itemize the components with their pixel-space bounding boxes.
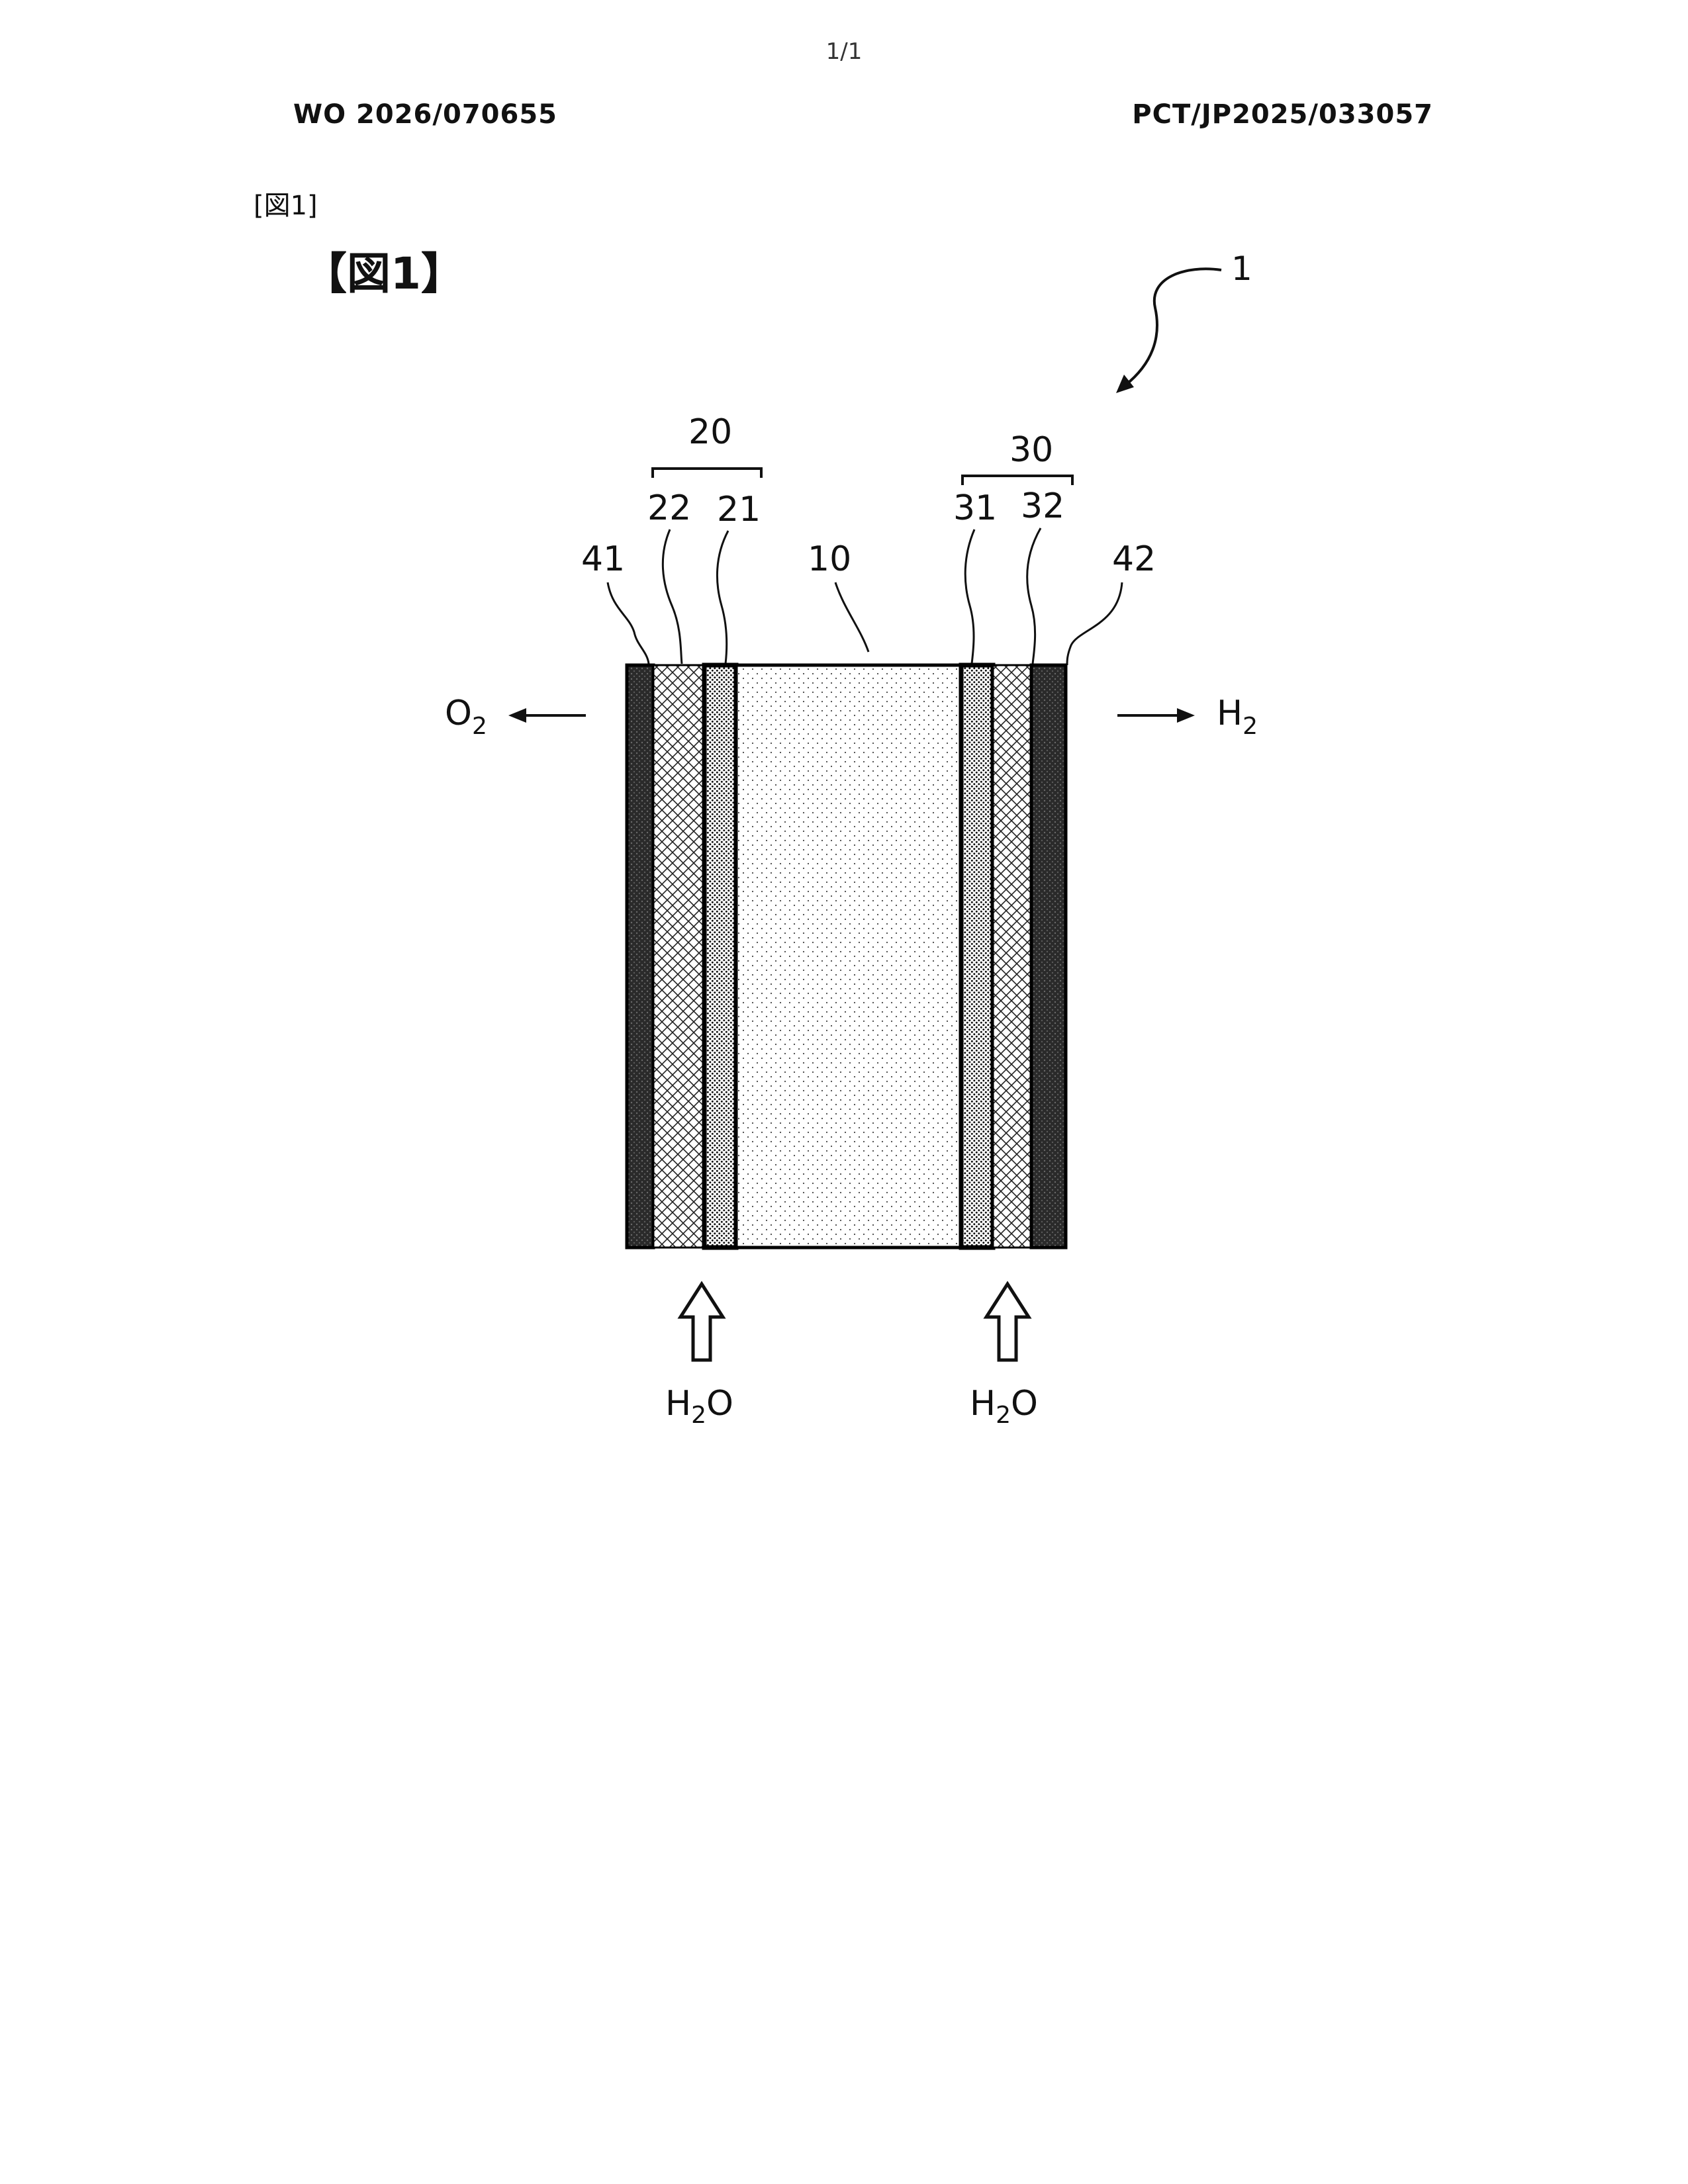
ref-10-label: 10 [808, 539, 851, 579]
leader-32 [1027, 528, 1041, 664]
device-leader-arrowhead [1116, 375, 1134, 393]
group-30-label: 30 [1009, 430, 1053, 470]
ref-41-label: 41 [581, 539, 625, 579]
device-ref-label: 1 [1231, 250, 1252, 288]
ref-31-label: 31 [953, 488, 997, 528]
leader-22 [663, 529, 682, 664]
layer-10-electrolyte-membrane [736, 665, 961, 1248]
ref-42-label: 42 [1112, 539, 1156, 579]
group-30-bracket [962, 476, 1072, 485]
ref-32-label: 32 [1021, 486, 1064, 526]
leader-21 [717, 531, 728, 664]
leader-31 [965, 529, 974, 664]
layer-41-anode-separator [627, 665, 653, 1248]
leader-10 [835, 582, 868, 652]
left-gas-label: O2 [445, 694, 487, 740]
left-output-arrowhead [508, 708, 526, 723]
right-gas-label: H2 [1217, 694, 1258, 740]
right-water-label: H2O [970, 1384, 1038, 1429]
right-water-input-arrow [986, 1284, 1029, 1360]
layer-32-cathode-diffusion [993, 665, 1031, 1248]
left-water-input-arrow [680, 1284, 723, 1360]
right-output-arrowhead [1177, 708, 1195, 723]
left-water-label: H2O [665, 1384, 733, 1429]
ref-22-label: 22 [647, 488, 691, 528]
leader-41 [608, 582, 649, 664]
layer-22-anode-diffusion [653, 665, 704, 1248]
group-20-bracket [653, 469, 761, 478]
ref-21-label: 21 [717, 490, 761, 529]
device-leader-line [1125, 269, 1221, 385]
layer-42-cathode-separator [1031, 665, 1066, 1248]
leader-42 [1067, 582, 1122, 665]
group-20-label: 20 [688, 412, 732, 452]
layer-21-anode-catalyst [704, 665, 736, 1248]
layer-31-cathode-catalyst [961, 665, 993, 1248]
